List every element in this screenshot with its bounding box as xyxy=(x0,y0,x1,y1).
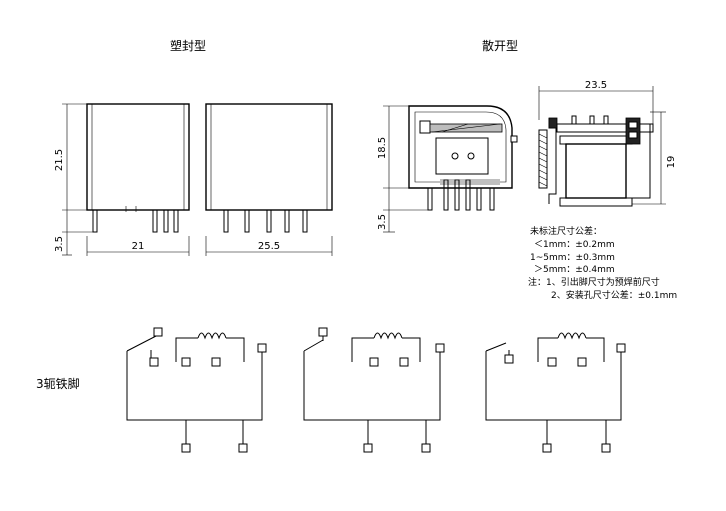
dim-sealed-width2: 25.5 xyxy=(258,241,280,252)
tolerance-small: ＜1mm：±0.2mm xyxy=(534,240,615,250)
tolerance-notes: 未标注尺寸公差： ＜1mm：±0.2mm 1~5mm：±0.3mm ＞5mm：±… xyxy=(528,225,677,301)
title-sealed: 塑封型 xyxy=(170,38,206,53)
sealed-view-side xyxy=(205,103,333,233)
schematic-1 xyxy=(126,327,267,453)
dim-sealed-width1: 21 xyxy=(132,241,145,252)
dim-open-pin: 3.5 xyxy=(377,214,388,230)
tolerance-medium: 1~5mm：±0.3mm xyxy=(530,253,615,263)
dim-open-height2: 19 xyxy=(666,156,677,169)
dimension-open-height: 18.5 3.5 xyxy=(377,105,428,233)
note-1: 注：1、引出脚尺寸为预焊前尺寸 xyxy=(528,276,660,288)
note-2: 2、安装孔尺寸公差：±0.1mm xyxy=(551,289,677,301)
tolerance-large: ＞5mm：±0.4mm xyxy=(534,265,615,275)
title-open: 散开型 xyxy=(482,38,518,53)
tolerance-title: 未标注尺寸公差： xyxy=(530,225,602,237)
dimension-sealed-width2: 25.5 xyxy=(205,236,333,256)
sealed-view-front xyxy=(86,103,190,233)
dimension-open-width: 23.5 xyxy=(538,80,654,124)
open-view-side xyxy=(538,115,654,207)
dimension-open-height2: 19 xyxy=(632,111,677,205)
dim-sealed-pin: 3.5 xyxy=(54,236,65,252)
dim-sealed-height: 21.5 xyxy=(54,149,65,171)
dimension-sealed-height: 21.5 3.5 xyxy=(54,103,93,256)
dim-open-height: 18.5 xyxy=(377,137,388,159)
schematic-2 xyxy=(303,327,445,453)
schematic-label: 3轭铁脚 xyxy=(36,376,80,391)
dim-open-width: 23.5 xyxy=(585,80,607,91)
dimension-sealed-width1: 21 xyxy=(86,236,190,256)
open-view-front xyxy=(408,105,518,211)
schematic-3 xyxy=(485,332,626,453)
